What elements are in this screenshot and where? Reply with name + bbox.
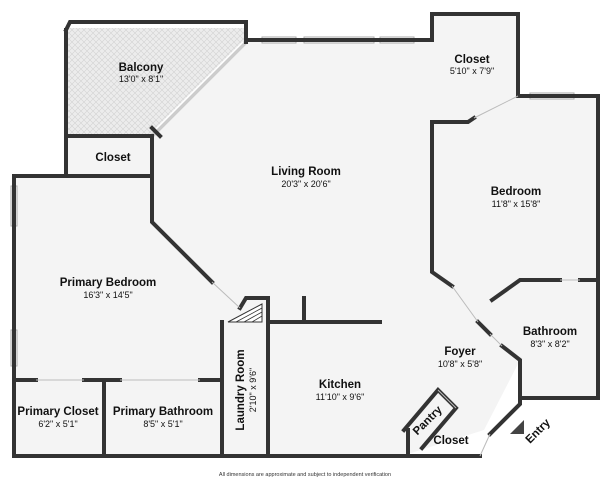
foyer-dims: 10'8" x 5'8" [438, 359, 482, 369]
balcony-name: Balcony [119, 62, 164, 74]
primary-bedroom-dims: 16'3" x 14'5" [83, 290, 132, 300]
primary-bathroom-dims: 8'5" x 5'1" [143, 419, 182, 429]
primary-closet-dims: 6'2" x 5'1" [38, 419, 77, 429]
room-labels: Balcony 13'0" x 8'1" Closet 5'10" x 7'9"… [17, 54, 577, 447]
laundry-room-name: Laundry Room [235, 349, 247, 430]
living-room-dims: 20'3" x 20'6" [281, 179, 330, 189]
bathroom-name: Bathroom [523, 326, 577, 338]
floor-fills [14, 14, 598, 454]
closet-top-floor [432, 14, 518, 122]
kitchen-dims: 11'10" x 9'6" [316, 392, 365, 402]
closet-top-dims: 5'10" x 7'9" [450, 66, 494, 76]
bedroom-name: Bedroom [491, 186, 541, 198]
walls [12, 12, 600, 458]
foyer-name: Foyer [444, 346, 476, 358]
bathroom-floor [520, 280, 598, 398]
closet-top-name: Closet [454, 54, 489, 66]
balcony-doors [150, 40, 248, 138]
laundry-hatch [227, 303, 263, 323]
primary-bathroom-name: Primary Bathroom [113, 406, 213, 418]
disclaimer: All dimensions are approximate and subje… [219, 472, 391, 478]
bathroom-dims: 8'3" x 8'2" [530, 339, 569, 349]
primary-bedroom-name: Primary Bedroom [60, 277, 157, 289]
balcony-floor [66, 28, 246, 136]
closet-left-name: Closet [95, 152, 130, 164]
kitchen-name: Kitchen [319, 379, 361, 391]
door [153, 41, 244, 132]
balcony-dims: 13'0" x 8'1" [119, 74, 163, 84]
entry-arrow-icon [510, 420, 524, 434]
door [150, 40, 248, 138]
entry-label: Entry [524, 416, 554, 446]
laundry-room-dims: 2'10" x 9'6" [248, 368, 258, 412]
closet-bottom-name: Closet [433, 435, 468, 447]
door-openings [36, 95, 580, 457]
bedroom-dims: 11'8" x 15'8" [492, 199, 541, 209]
primary-closet-name: Primary Closet [17, 406, 98, 418]
living-room-name: Living Room [271, 166, 341, 178]
main-floor [14, 42, 598, 454]
